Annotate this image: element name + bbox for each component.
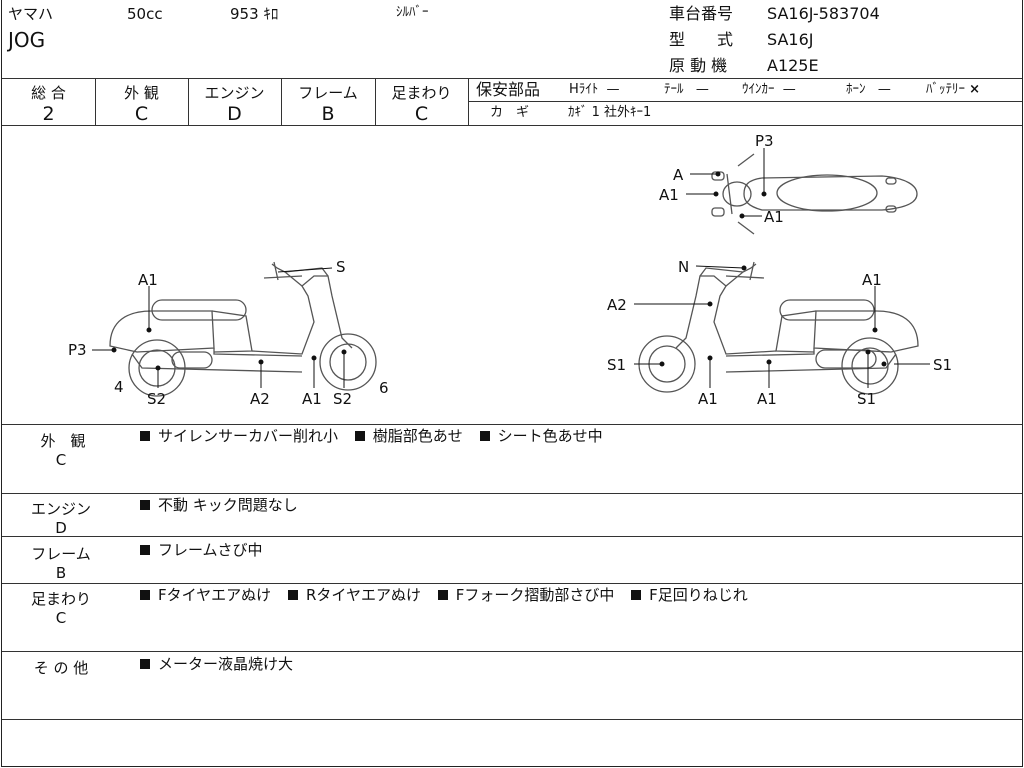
safety-headlight: Hﾗｲﾄ — [569, 82, 620, 97]
grade-header-suspension: 足まわり [391, 84, 452, 102]
scooter-left-side-view [109, 261, 377, 397]
remark-items-suspension: Fタイヤエアぬけ Rタイヤエアぬけ Fフォーク摺動部さび中 F足回りねじれ [140, 588, 760, 603]
type-label: 型 式 [669, 30, 734, 49]
diagram-label: S1 [857, 390, 876, 408]
remark-category-suspension: 足まわり [30, 590, 91, 608]
remark-items-frame: フレームさび中 [140, 543, 275, 558]
mileage: 953 ｷﾛ [230, 5, 279, 23]
key-label: カ ギ [490, 105, 530, 120]
key-value: ｶｷﾞ 1 社外ｷｰ1 [568, 105, 652, 120]
remark-category-exterior: 外 観 [40, 432, 86, 450]
remark-grade-exterior: C [55, 451, 67, 469]
engine-label: 原 動 機 [669, 56, 728, 75]
diagram-label: 6 [379, 379, 389, 397]
diagram-label: P3 [68, 341, 87, 359]
diagram-label: S1 [607, 356, 626, 374]
remark-grade-suspension: C [55, 609, 67, 627]
remark-items-other: メーター液晶焼け大 [140, 657, 305, 672]
grade-header-exterior: 外 観 [124, 84, 159, 102]
diagram-label: A1 [862, 271, 882, 289]
color: ｼﾙﾊﾞｰ [396, 5, 429, 20]
diagram-label: A1 [757, 390, 777, 408]
maker: ヤマハ [8, 5, 54, 23]
scooter-top-view [711, 153, 918, 235]
remark-grade-frame: B [55, 564, 67, 582]
diagram-label: A1 [659, 186, 679, 204]
scooter-right-side-view [638, 261, 919, 395]
diagram-label: A2 [250, 390, 270, 408]
remark-category-other: そ の 他 [33, 659, 89, 677]
grade-header-frame: フレーム [298, 84, 358, 102]
model-name: JOG [8, 28, 46, 52]
grade-header-overall: 総 合 [31, 84, 66, 102]
safety-battery: ﾊﾞｯﾃﾘｰ × [926, 82, 981, 97]
diagram-label: P3 [755, 132, 774, 150]
frame-no-label: 車台番号 [669, 4, 734, 23]
safety-winker: ｳｲﾝｶｰ — [742, 82, 796, 97]
frame-no: SA16J-583704 [767, 4, 880, 23]
grade-header-engine: エンジン [204, 84, 265, 102]
engine-value: A125E [767, 56, 819, 75]
diagram-label: A1 [764, 208, 784, 226]
grade-value-exterior: C [134, 103, 149, 125]
diagram-label: A1 [138, 271, 158, 289]
diagram-label: S2 [333, 390, 352, 408]
grade-value-suspension: C [414, 103, 429, 125]
grade-value-frame: B [321, 103, 335, 125]
grade-value-overall: 2 [42, 103, 55, 125]
diagram-label: 4 [114, 378, 124, 396]
safety-tail: ﾃｰﾙ — [664, 82, 709, 97]
diagram-label: N [678, 258, 689, 276]
grade-value-engine: D [227, 103, 242, 125]
safety-label: 保安部品 [476, 80, 541, 99]
diagram-label: A2 [607, 296, 627, 314]
diagram-label: A1 [698, 390, 718, 408]
remark-category-frame: フレーム [31, 545, 91, 563]
remark-category-engine: エンジン [30, 500, 91, 518]
diagram-label: S1 [933, 356, 952, 374]
diagram-label: S2 [147, 390, 166, 408]
displacement: 50cc [127, 5, 163, 23]
damage-diagram: S A1 P3 4 S2 A2 A1 S2 6 N A2 A1 S1 A1 A1… [68, 132, 952, 408]
remark-grade-engine: D [55, 519, 67, 537]
diagram-label: S [336, 258, 346, 276]
remark-items-engine: 不動 キック問題なし [140, 498, 310, 513]
remark-items-exterior: サイレンサーカバー削れ小 樹脂部色あせ シート色あせ中 [140, 429, 615, 444]
safety-horn: ﾎｰﾝ — [846, 82, 891, 97]
diagram-label: A1 [302, 390, 322, 408]
type-value: SA16J [767, 30, 814, 49]
diagram-label: A [673, 166, 684, 184]
